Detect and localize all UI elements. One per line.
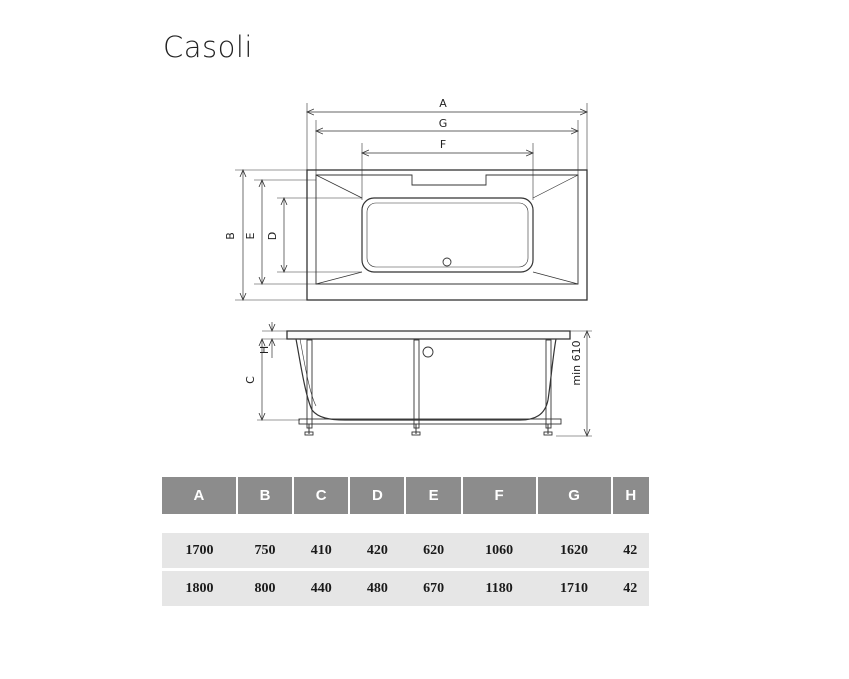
column-header-f: F [460, 477, 537, 514]
drain-icon [442, 257, 452, 267]
table-row: 1800 800 440 480 670 1180 1710 42 [162, 571, 649, 606]
table-cell: 1800 [162, 571, 237, 606]
dim-label-e: E [244, 232, 257, 239]
table-cell: 410 [293, 533, 350, 568]
table-cell: 1620 [536, 533, 612, 568]
dim-label-c: C [244, 376, 257, 384]
product-title: Casoli [163, 30, 253, 64]
table-cell: 420 [349, 533, 406, 568]
table-cell: 1700 [162, 533, 237, 568]
top-view [235, 103, 587, 300]
tub-basin [361, 197, 534, 273]
dim-label-b: B [224, 232, 237, 240]
table-cell: 620 [405, 533, 462, 568]
column-header-e: E [404, 477, 462, 514]
table-cell: 750 [236, 533, 294, 568]
table-cell: 800 [236, 571, 294, 606]
dim-label-min-height: min 610 [570, 340, 583, 385]
table-cell: 1180 [461, 571, 537, 606]
column-header-a: A [162, 477, 237, 514]
dim-label-d: D [266, 232, 279, 240]
tub-side-rim [286, 330, 571, 340]
tub-outer-rim [306, 169, 588, 301]
table-cell: 42 [611, 533, 649, 568]
dim-label-g: G [439, 117, 448, 130]
table-header-row: A B C D E F G H [162, 477, 649, 514]
table-row: 1700 750 410 420 620 1060 1620 42 [162, 533, 649, 568]
dim-label-a: A [439, 97, 447, 110]
table-cell: 670 [405, 571, 462, 606]
table-cell: 1060 [461, 533, 537, 568]
overflow-icon [422, 346, 434, 358]
table-cell: 440 [293, 571, 350, 606]
side-view [257, 322, 592, 436]
column-header-g: G [535, 477, 612, 514]
table-cell: 480 [349, 571, 406, 606]
column-header-d: D [348, 477, 406, 514]
dimensions-table: A B C D E F G H 1700 750 410 420 620 106… [162, 477, 649, 606]
column-header-h: H [610, 477, 649, 514]
dim-label-h: H [258, 346, 271, 354]
column-header-b: B [235, 477, 294, 514]
table-cell: 42 [611, 571, 649, 606]
dim-label-f: F [440, 138, 446, 151]
column-header-c: C [292, 477, 350, 514]
table-cell: 1710 [536, 571, 612, 606]
